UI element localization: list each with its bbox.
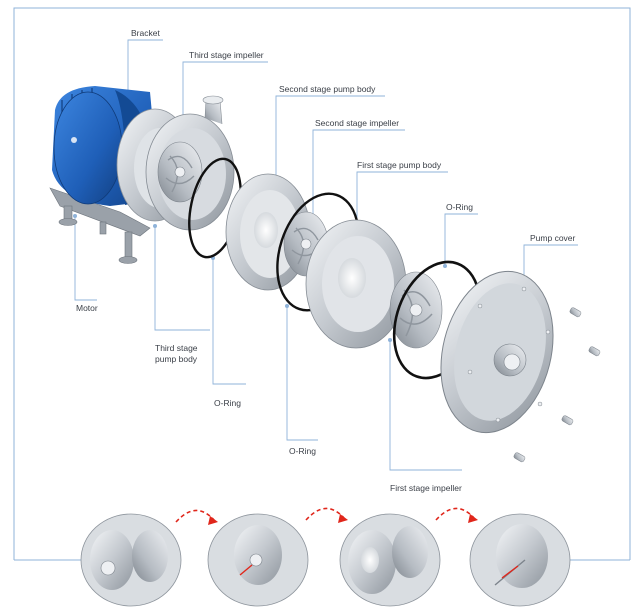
callout-second-impeller xyxy=(312,129,405,216)
assembly-step-3 xyxy=(339,513,441,607)
callout-pump-cover xyxy=(523,244,578,285)
label-third-stage-impeller: Third stage impeller xyxy=(189,50,264,60)
third-stage-impeller xyxy=(157,141,203,203)
label-first-stage-impeller: First stage impeller xyxy=(390,483,462,493)
curved-arrow-icon xyxy=(175,507,475,523)
assembly-step-2 xyxy=(207,513,309,607)
callout-first-body xyxy=(356,171,448,232)
callout-third-body xyxy=(154,226,210,331)
assembly-step-1 xyxy=(80,513,182,607)
label-motor: Motor xyxy=(76,303,98,313)
first-stage-impeller xyxy=(389,271,443,349)
callout-oring-right xyxy=(444,213,478,266)
callout-motor xyxy=(74,216,97,301)
pump-cover-icon xyxy=(440,270,554,434)
label-second-stage-impeller: Second stage impeller xyxy=(315,118,400,128)
callout-first-impeller xyxy=(389,340,462,471)
label-second-stage-pump-body: Second stage pump body xyxy=(279,84,376,94)
label-o-ring-right: O-Ring xyxy=(446,202,473,212)
label-o-ring-middle: O-Ring xyxy=(214,398,241,408)
label-third-stage-pump-body: Third stage pump body xyxy=(155,343,198,364)
callout-second-body xyxy=(275,95,385,180)
bolt-icon xyxy=(513,307,601,463)
arrowheads xyxy=(208,514,478,525)
callout-oring-middle xyxy=(212,258,246,385)
label-o-ring-lower: O-Ring xyxy=(289,446,316,456)
callout-oring-lower xyxy=(286,306,318,441)
callout-bracket xyxy=(127,39,163,110)
frame-border xyxy=(13,7,631,560)
assembly-step-4 xyxy=(469,513,571,607)
callout-lines xyxy=(74,39,578,471)
label-pump-cover: Pump cover xyxy=(530,233,576,243)
label-bracket: Bracket xyxy=(131,28,160,38)
label-first-stage-pump-body: First stage pump body xyxy=(357,160,442,170)
first-stage-pump-body xyxy=(305,219,407,349)
